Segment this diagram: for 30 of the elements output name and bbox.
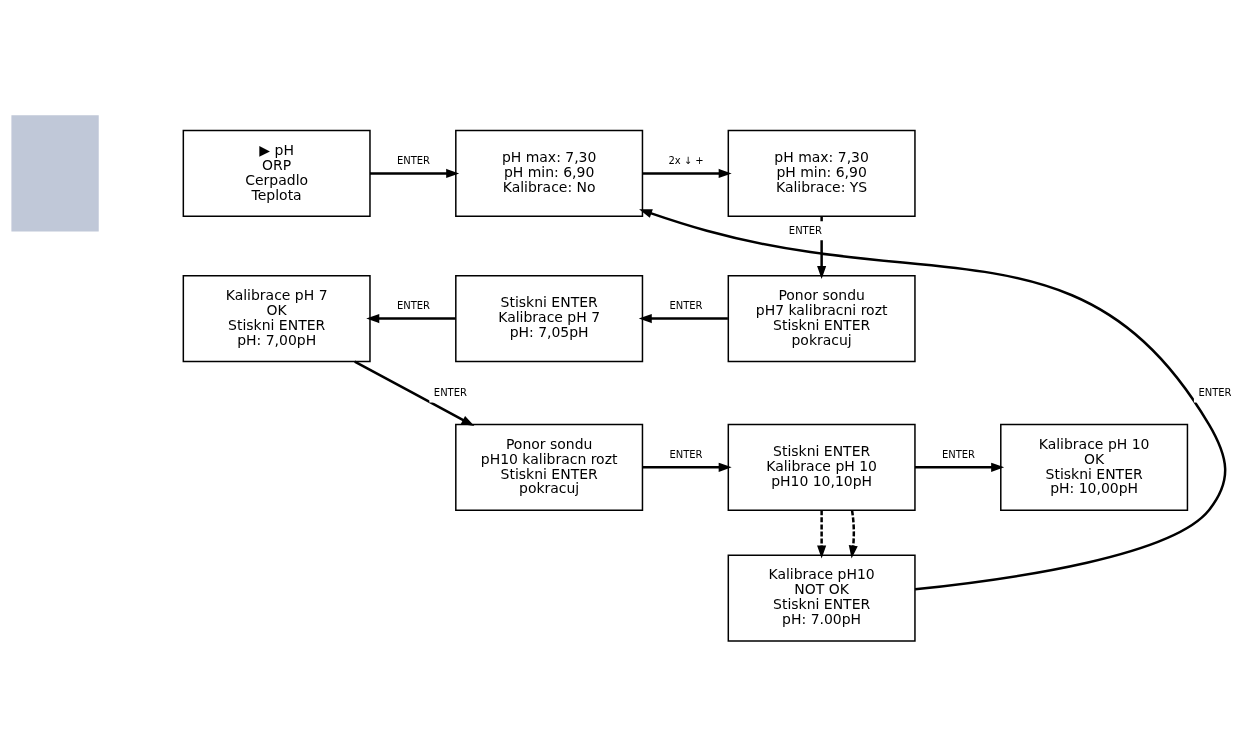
node-box: pH max: 7,30 pH min: 6,90 Kalibrace: YS bbox=[727, 129, 916, 217]
arrow bbox=[642, 462, 732, 472]
edge-label: ENTER bbox=[433, 386, 467, 398]
edge-label: ENTER bbox=[669, 299, 703, 311]
arrow bbox=[848, 509, 858, 559]
node-box: Kalibrace pH 7 OK Stiskni ENTER pH: 7,00pH bbox=[182, 274, 371, 362]
node-box bbox=[11, 114, 99, 232]
edge-label: ENTER bbox=[788, 224, 822, 236]
arrow bbox=[642, 168, 732, 178]
node-box: Ponor sondu pH7 kalibracni rozt Stiskni ENTER pokracuj bbox=[727, 274, 916, 362]
edge-label: ENTER bbox=[396, 299, 430, 311]
arrow bbox=[638, 313, 728, 323]
edge-label: ENTER bbox=[941, 448, 975, 460]
node-box: ▶ pH ORP Cerpadlo Teplota bbox=[182, 129, 371, 217]
arrow bbox=[639, 208, 1227, 591]
edge-label: 2x ↓ + bbox=[668, 154, 704, 166]
arrow bbox=[370, 168, 460, 178]
arrow bbox=[354, 360, 475, 426]
edge-label: ENTER bbox=[669, 448, 703, 460]
node-box: Ponor sondu pH10 kalibracn rozt Stiskni ENTER pokracuj bbox=[455, 423, 644, 511]
node-box: Stiskni ENTER Kalibrace pH 7 pH: 7,05pH bbox=[455, 274, 644, 362]
arrow bbox=[915, 462, 1005, 472]
node-box: pH max: 7,30 pH min: 6,90 Kalibrace: No bbox=[455, 129, 644, 217]
node-box: Kalibrace pH10 NOT OK Stiskni ENTER pH: 7.00pH bbox=[727, 553, 916, 642]
node-box: Stiskni ENTER Kalibrace pH 10 pH10 10,10pH bbox=[727, 423, 916, 511]
arrow bbox=[817, 510, 827, 559]
node-box: Kalibrace pH 10 OK Stiskni ENTER pH: 10,00pH bbox=[1000, 423, 1189, 511]
edge-label: ENTER bbox=[396, 154, 430, 166]
arrow bbox=[366, 313, 456, 323]
edge-label: ENTER bbox=[1198, 386, 1232, 398]
